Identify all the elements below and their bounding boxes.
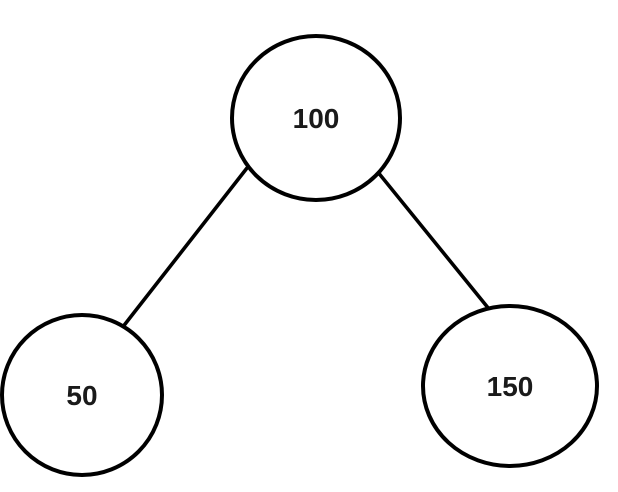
node-label: 100 [293,103,340,134]
node-label: 50 [66,380,97,411]
node-circle [421,304,599,468]
tree-node-right-child: 150 [421,304,599,468]
tree-node-root: 100 [230,34,402,202]
node-circle [230,34,402,202]
tree-nodes: 100 50 150 [0,34,599,477]
tree-edge-root-right-child [375,169,491,311]
tree-node-left-child: 50 [0,313,164,477]
tree-edge-root-left-child [120,166,249,330]
tree-edges [120,166,491,330]
node-label: 150 [487,371,534,402]
node-circle [0,313,164,477]
